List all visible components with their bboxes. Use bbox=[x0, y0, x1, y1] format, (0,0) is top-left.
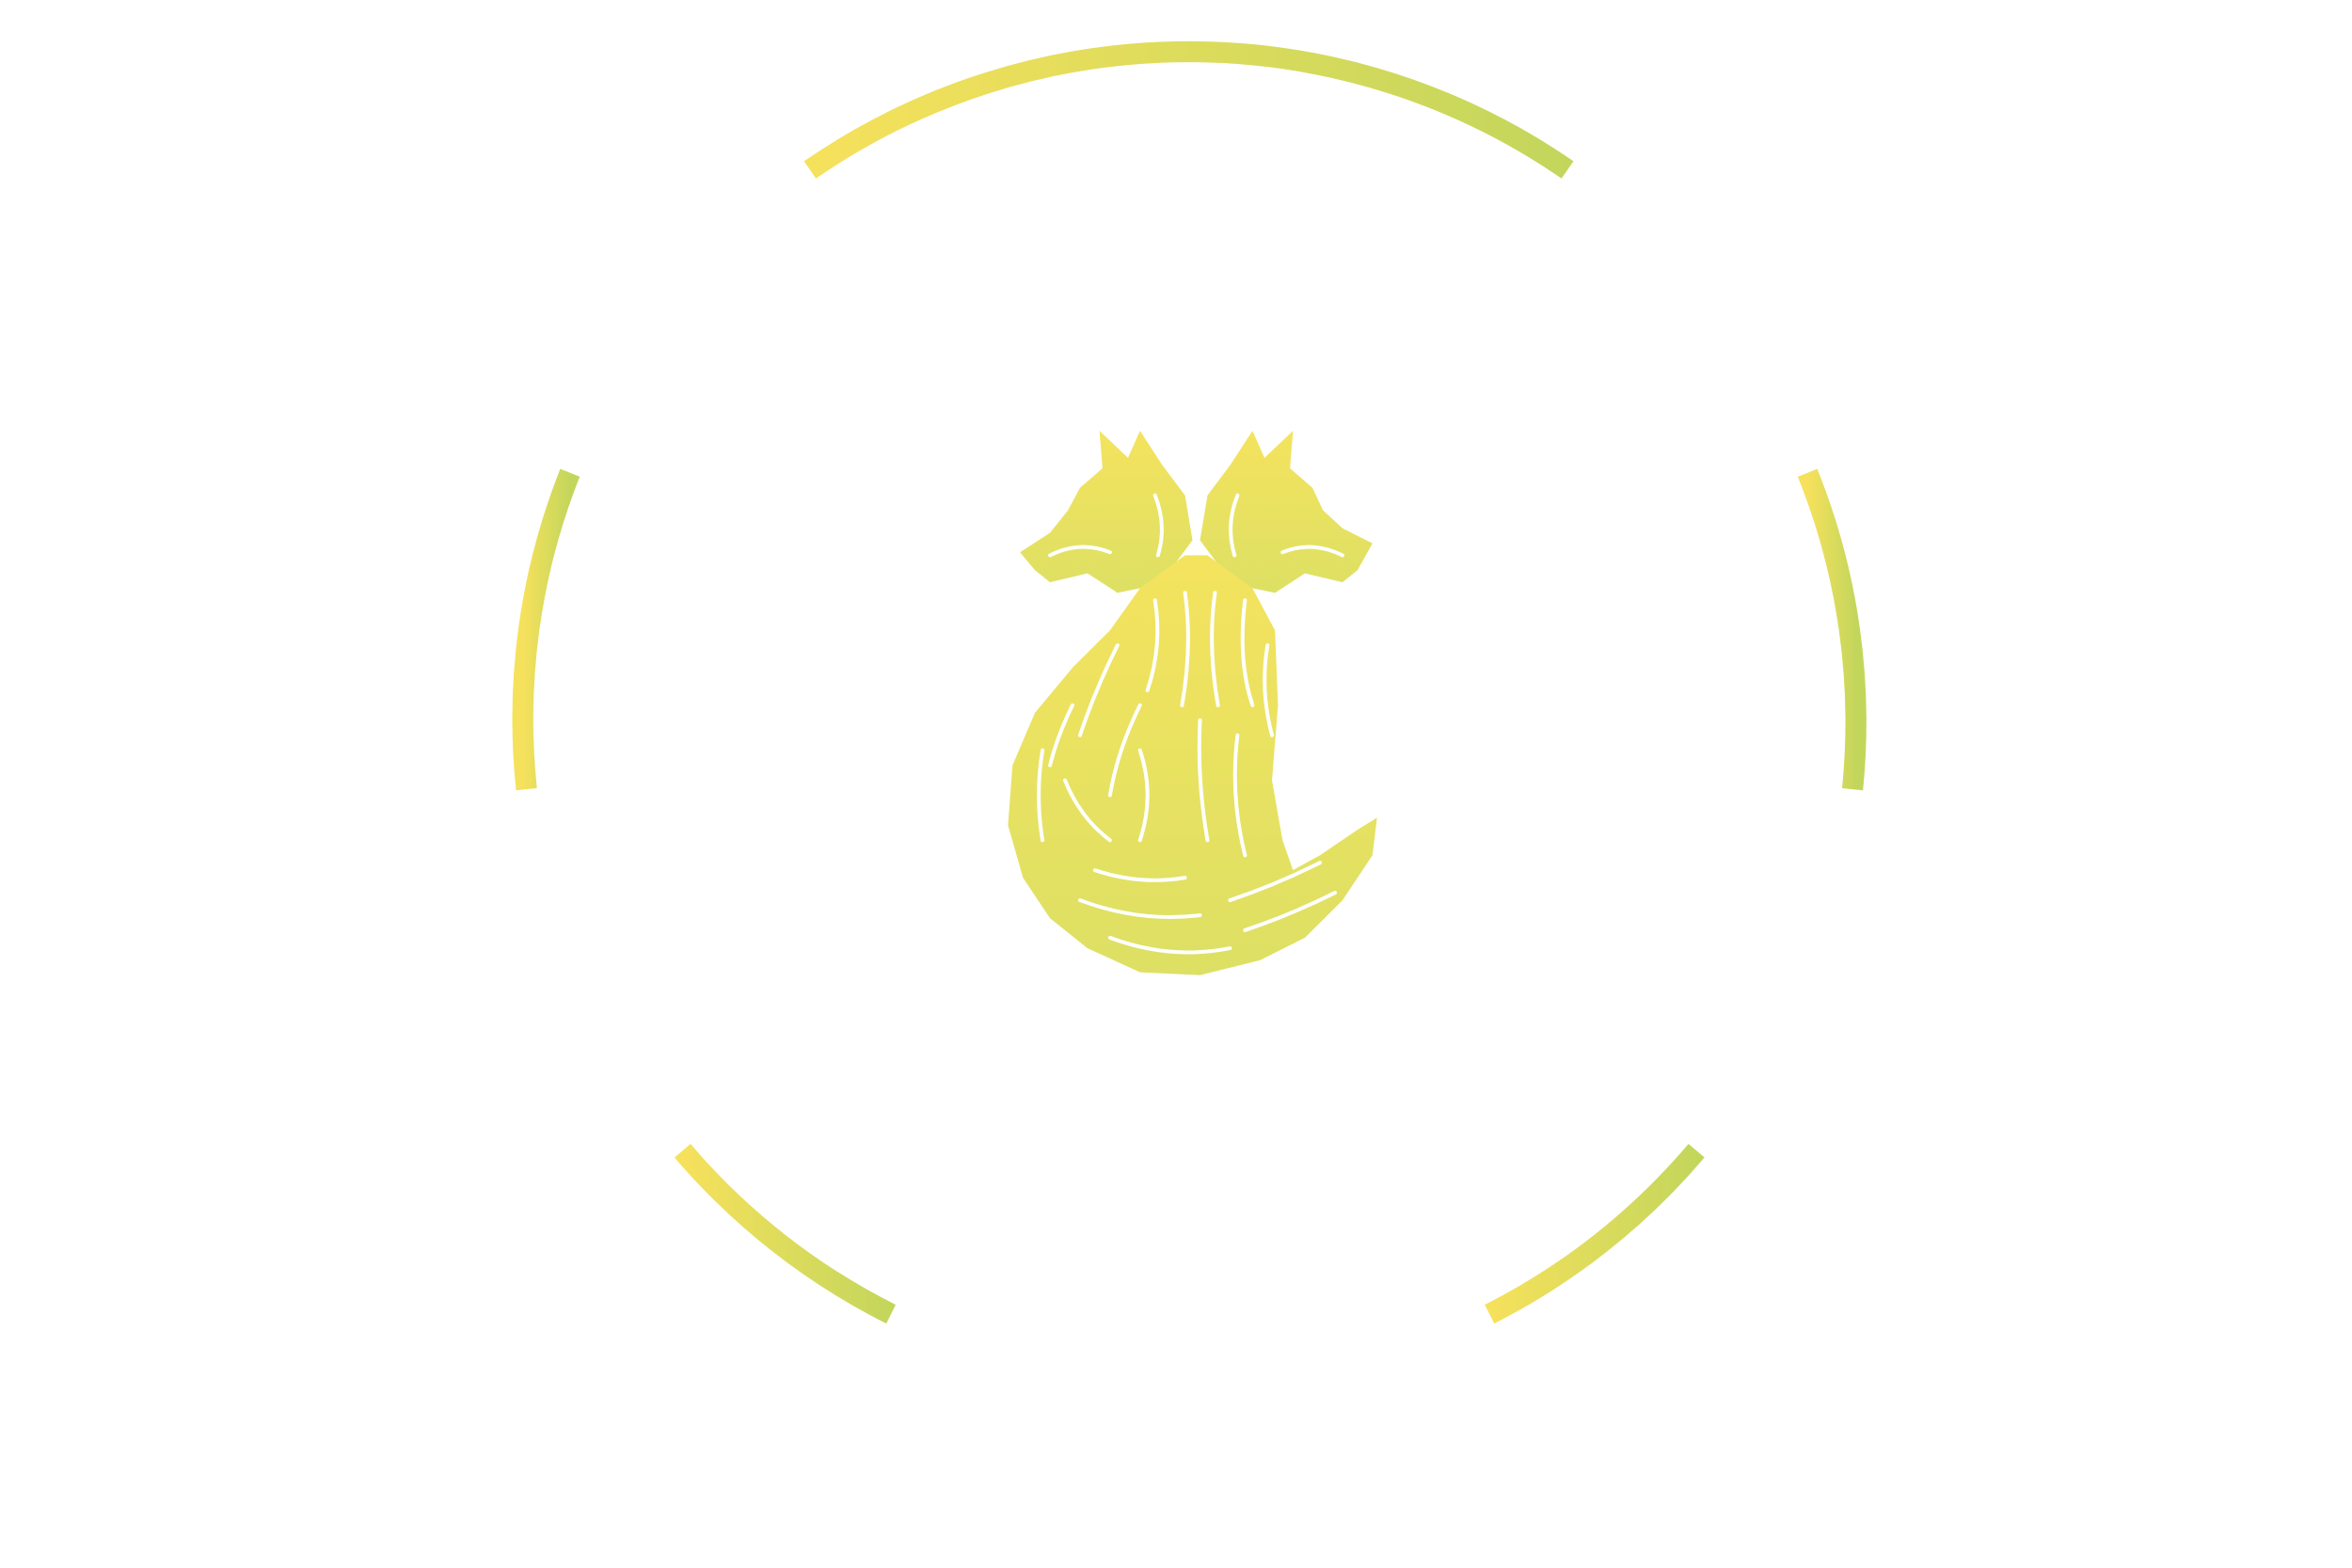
ring-arc-top bbox=[803, 40, 1574, 179]
ring-arc-right bbox=[1797, 468, 1867, 791]
dashed-circle-ring bbox=[512, 40, 1867, 1324]
ring-arc-bottom-right bbox=[1485, 1144, 1705, 1324]
ring-arc-bottom-left bbox=[674, 1144, 897, 1324]
two-headed-fox-icon bbox=[1008, 431, 1377, 975]
ring-arc-left bbox=[512, 468, 580, 791]
